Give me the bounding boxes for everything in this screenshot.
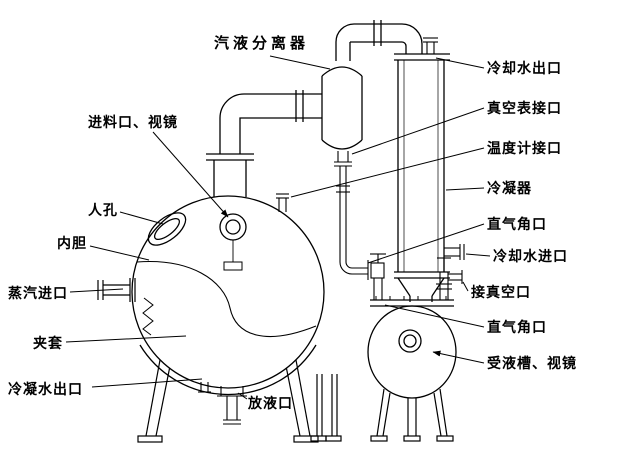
receiver-lid bbox=[370, 296, 454, 307]
vapor-pipe bbox=[219, 90, 322, 154]
cooling-water-outlet-stub bbox=[423, 37, 438, 54]
callout-labels: 汽液分离器 冷却水出口 真空表接口 温度计接口 冷凝器 直气角口 冷却水进口 接… bbox=[8, 34, 577, 411]
separator-drain-pipe bbox=[334, 151, 368, 275]
evaporator-vessel bbox=[131, 153, 325, 396]
label-gas-angle-port-lower: 直气角口 bbox=[487, 319, 547, 335]
evaporator-legs bbox=[137, 359, 342, 443]
leader-separator bbox=[269, 55, 331, 70]
condensate-outlet-stub bbox=[198, 382, 211, 393]
receiver-sight-glass bbox=[398, 329, 422, 353]
leader-manhole bbox=[119, 211, 164, 225]
leader-steam-inlet bbox=[69, 288, 124, 293]
label-condensate-outlet: 冷凝水出口 bbox=[8, 381, 83, 397]
leader-drain-port bbox=[237, 392, 248, 400]
separator-vessel bbox=[321, 20, 423, 150]
leader-condenser bbox=[445, 187, 485, 191]
thermometer-stub bbox=[276, 193, 289, 212]
label-inner-liner: 内胆 bbox=[57, 235, 87, 251]
leader-condensate-outlet bbox=[91, 378, 203, 388]
drain-assembly bbox=[217, 386, 247, 425]
leader-feed-port bbox=[152, 131, 229, 218]
label-condenser: 冷凝器 bbox=[487, 180, 532, 196]
cooling-water-inlet-nozzle bbox=[444, 244, 465, 260]
label-drain-port: 放液口 bbox=[247, 395, 293, 411]
jacket-arc bbox=[139, 344, 317, 396]
angle-valve-left bbox=[367, 253, 386, 300]
leader-jacket bbox=[65, 335, 187, 343]
leader-lines bbox=[65, 55, 491, 400]
leader-vacuum-gauge-port bbox=[351, 107, 485, 155]
label-cooling-water-outlet: 冷却水出口 bbox=[487, 60, 562, 76]
label-cooling-water-inlet: 冷却水进口 bbox=[493, 248, 568, 264]
label-thermometer-port: 温度计接口 bbox=[487, 140, 562, 156]
leader-cooling-water-outlet bbox=[435, 57, 485, 69]
leader-vacuum-connection bbox=[462, 281, 469, 292]
manhole-oval bbox=[147, 212, 187, 246]
label-jacket: 夹套 bbox=[33, 335, 63, 351]
inner-liner-curve bbox=[136, 260, 317, 338]
label-manhole: 人孔 bbox=[88, 202, 118, 218]
label-receiver-tank: 受液槽、视镜 bbox=[487, 355, 577, 371]
steam-coil bbox=[142, 297, 154, 336]
leader-receiver-tank bbox=[432, 350, 485, 364]
label-vacuum-connection: 接真空口 bbox=[471, 284, 531, 300]
label-separator: 汽液分离器 bbox=[214, 34, 309, 52]
leader-gas-angle-port-lower bbox=[384, 304, 485, 328]
label-feed-port: 进料口、视镜 bbox=[88, 114, 178, 130]
label-steam-inlet: 蒸汽进口 bbox=[8, 285, 68, 301]
label-vacuum-gauge-port: 真空表接口 bbox=[487, 100, 562, 116]
leader-inner-liner bbox=[89, 245, 150, 261]
condenser-column bbox=[394, 37, 465, 302]
receiver-legs bbox=[370, 388, 454, 442]
label-gas-angle-port-upper: 直气角口 bbox=[487, 216, 547, 232]
leader-cooling-water-inlet bbox=[465, 253, 491, 257]
vacuum-port-fitting bbox=[436, 257, 463, 300]
leader-thermometer-port bbox=[290, 147, 485, 198]
leader-gas-angle-port-upper bbox=[367, 223, 485, 264]
receiver-vessel bbox=[367, 296, 457, 399]
